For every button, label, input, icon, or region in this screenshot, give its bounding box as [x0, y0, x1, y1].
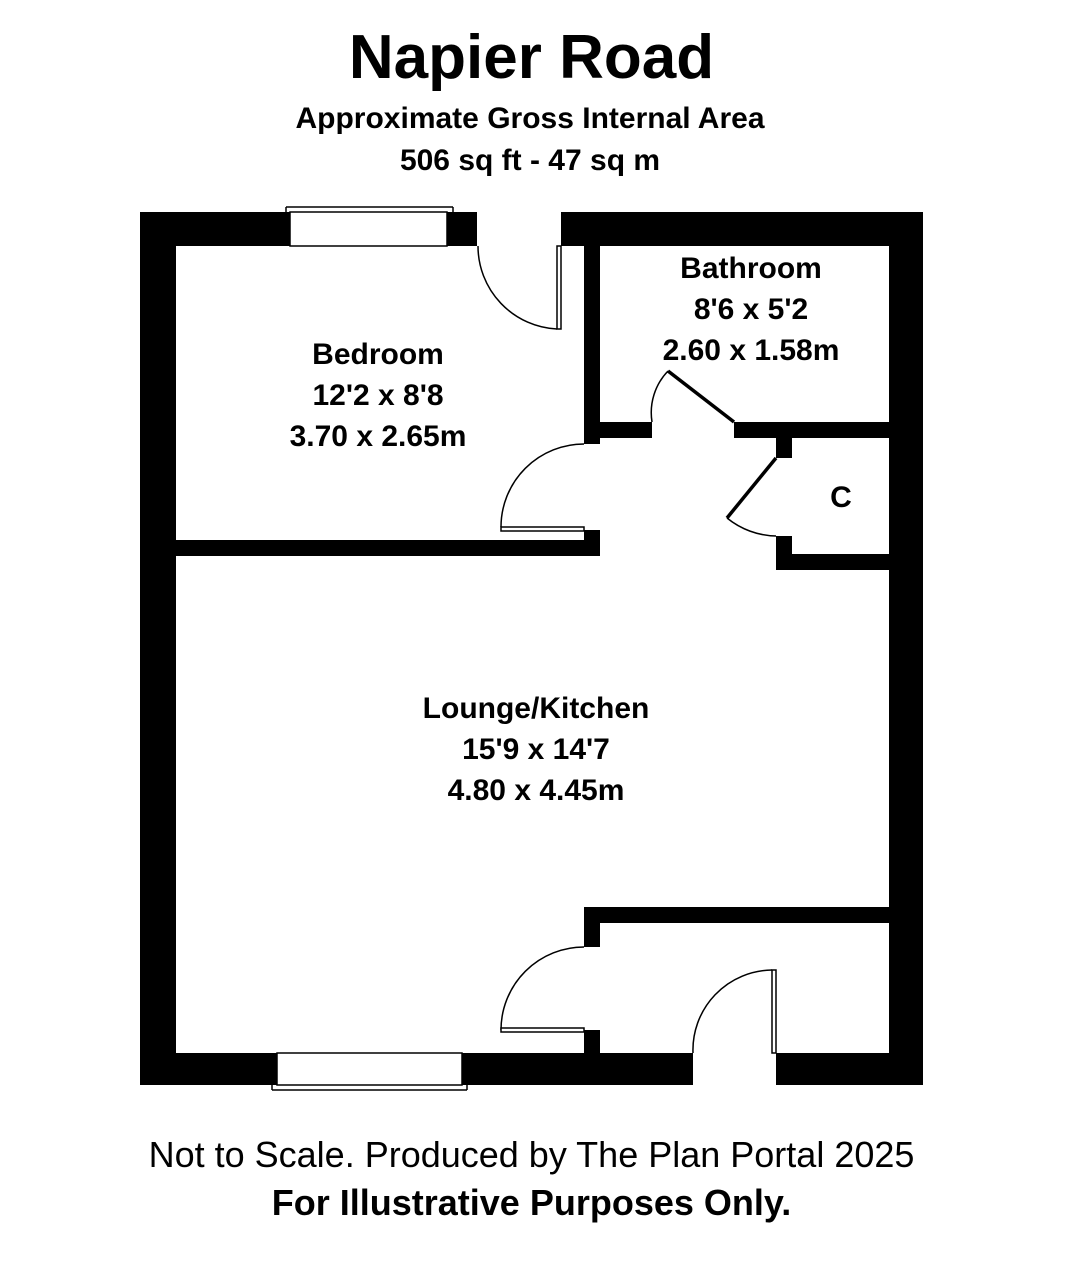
cupboard-door-leaf — [725, 456, 778, 520]
bathroom-door-swing — [650, 370, 669, 423]
illustrative-note: For Illustrative Purposes Only. — [271, 1182, 792, 1223]
bathroom-wall-left — [600, 422, 652, 438]
bedroom-name: Bedroom — [312, 338, 444, 371]
front-door-swing — [692, 969, 773, 1054]
windows — [271, 206, 468, 1091]
bathroom-name: Bathroom — [680, 252, 822, 285]
bedroom-partition-stub — [584, 530, 600, 556]
bedroom-imperial: 12'2 x 8'8 — [312, 379, 443, 412]
outer-wall-left — [140, 212, 176, 1085]
bathroom-metric: 2.60 x 1.58m — [663, 334, 840, 367]
lounge-imperial: 15'9 x 14'7 — [462, 733, 610, 766]
front-door-leaf — [771, 969, 777, 1054]
bathroom-door-leaf — [666, 369, 736, 424]
bedroom-window — [289, 211, 448, 247]
outer-wall-bottom-mid — [462, 1053, 693, 1085]
outer-wall-bottom-left — [140, 1053, 277, 1085]
cupboard-wall-top — [776, 438, 792, 458]
lounge-window — [276, 1052, 463, 1086]
hall-wall-lower-stub — [584, 1030, 600, 1053]
outer-wall-top-right — [561, 212, 923, 246]
lounge-door-leaf — [500, 1027, 585, 1033]
outer-wall-top-left — [140, 212, 290, 246]
cupboard-wall-bottom — [776, 554, 889, 570]
area-caption: Approximate Gross Internal Area — [295, 102, 765, 135]
outer-wall-right — [889, 212, 923, 1085]
lounge-metric: 4.80 x 4.45m — [448, 774, 625, 807]
outer-wall-bottom-right — [776, 1053, 923, 1085]
page-title: Napier Road — [348, 23, 715, 92]
bedroom-door-swing — [500, 443, 585, 528]
doors — [477, 245, 778, 1054]
area-value: 506 sq ft - 47 sq m — [399, 144, 661, 177]
hall-wall-upper-stub — [584, 907, 600, 947]
hall-wall-top — [584, 907, 889, 923]
bedroom-partition-upper — [584, 246, 600, 444]
bedroom-metric: 3.70 x 2.65m — [290, 420, 467, 453]
cupboard-name: C — [830, 481, 852, 514]
bedroom-door-leaf — [500, 526, 585, 532]
disclaimer-line: Not to Scale. Produced by The Plan Porta… — [148, 1134, 915, 1175]
outer-wall-top-mid — [447, 212, 477, 246]
top-door-leaf — [556, 245, 562, 330]
lounge-door-swing — [500, 946, 585, 1031]
bedroom-lounge-wall — [176, 540, 600, 556]
lounge-name: Lounge/Kitchen — [423, 692, 650, 725]
top-door-swing — [477, 245, 558, 330]
cupboard-door-swing — [726, 517, 777, 537]
walls — [140, 212, 923, 1085]
bathroom-imperial: 8'6 x 5'2 — [694, 293, 808, 326]
bathroom-wall-right — [734, 422, 889, 438]
